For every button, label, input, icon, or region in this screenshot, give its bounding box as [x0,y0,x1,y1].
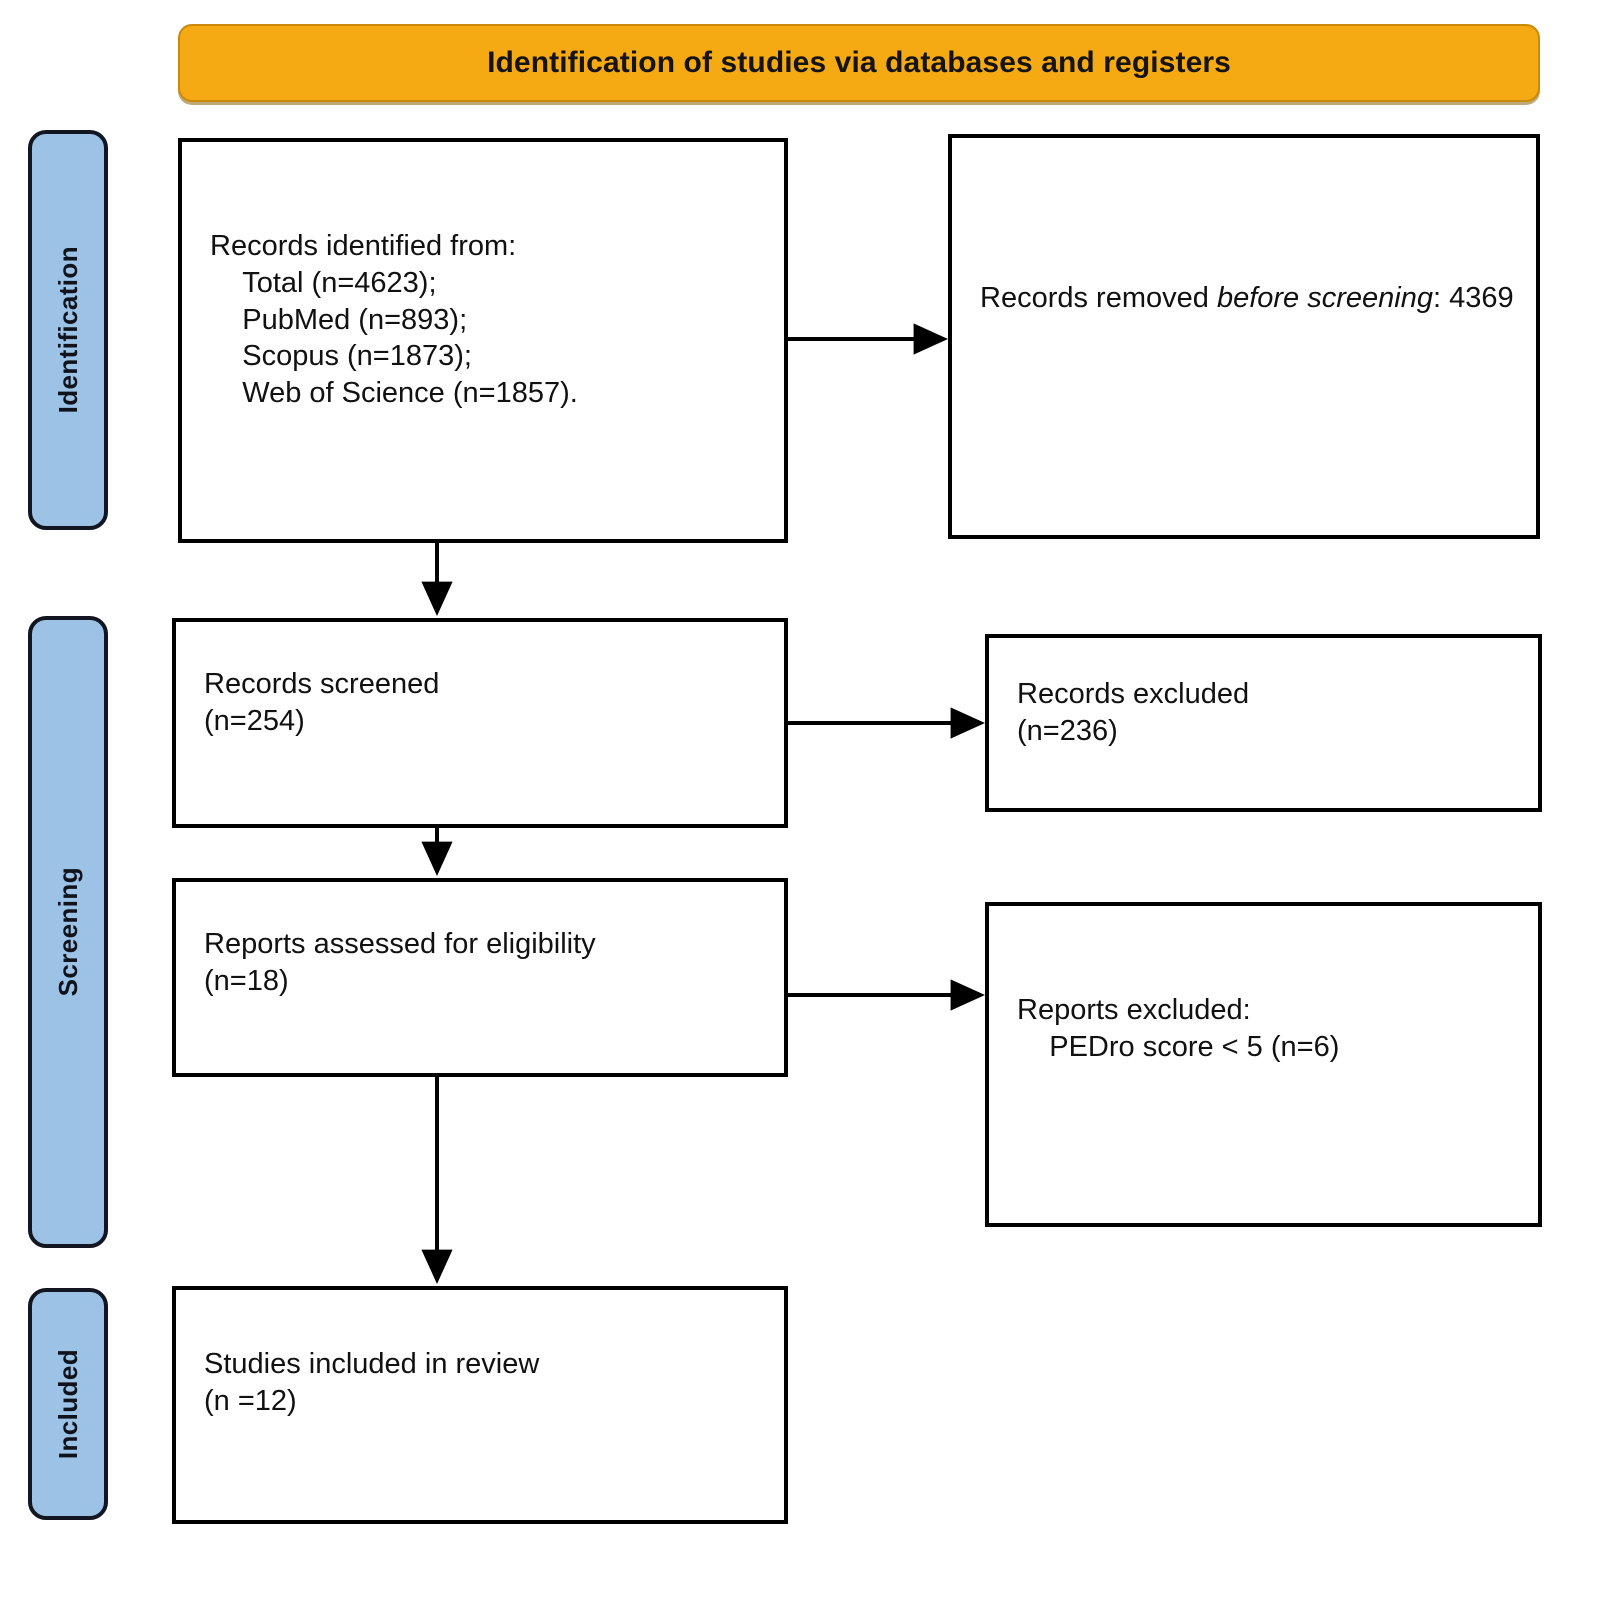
records-removed-text-part1: Records removed [980,282,1217,314]
studies-included-text: Studies included in review (n =12) [204,1348,540,1417]
box-records-excluded: Records excluded (n=236) [985,634,1542,812]
diagram-header-banner: Identification of studies via databases … [178,24,1540,102]
records-screened-text: Records screened (n=254) [204,668,440,737]
box-records-removed: Records removed before screening: 4369 [948,134,1540,539]
records-identified-text: Records identified from: Total (n=4623);… [210,230,578,410]
diagram-title: Identification of studies via databases … [487,46,1231,79]
stage-label-identification: Identification [28,130,108,530]
stage-label-screening: Screening [28,616,108,1248]
records-excluded-text: Records excluded (n=236) [1017,678,1250,747]
box-reports-assessed-for-eligibility: Reports assessed for eligibility (n=18) [172,878,788,1077]
box-reports-excluded: Reports excluded: PEDro score < 5 (n=6) [985,902,1542,1227]
stage-label-screening-text: Screening [52,867,83,997]
reports-excluded-text: Reports excluded: PEDro score < 5 (n=6) [1017,994,1340,1063]
stage-label-included: Included [28,1288,108,1520]
stage-label-identification-text: Identification [52,246,83,414]
records-removed-text: Records removed before screening: 4369 [980,280,1522,317]
box-records-screened: Records screened (n=254) [172,618,788,828]
box-studies-included: Studies included in review (n =12) [172,1286,788,1524]
records-removed-text-emphasis: before screening [1216,282,1433,314]
records-removed-text-part2: : 4369 [1432,282,1514,314]
stage-label-included-text: Included [52,1348,83,1460]
reports-assessed-text: Reports assessed for eligibility (n=18) [204,928,596,997]
box-records-identified: Records identified from: Total (n=4623);… [178,138,788,543]
